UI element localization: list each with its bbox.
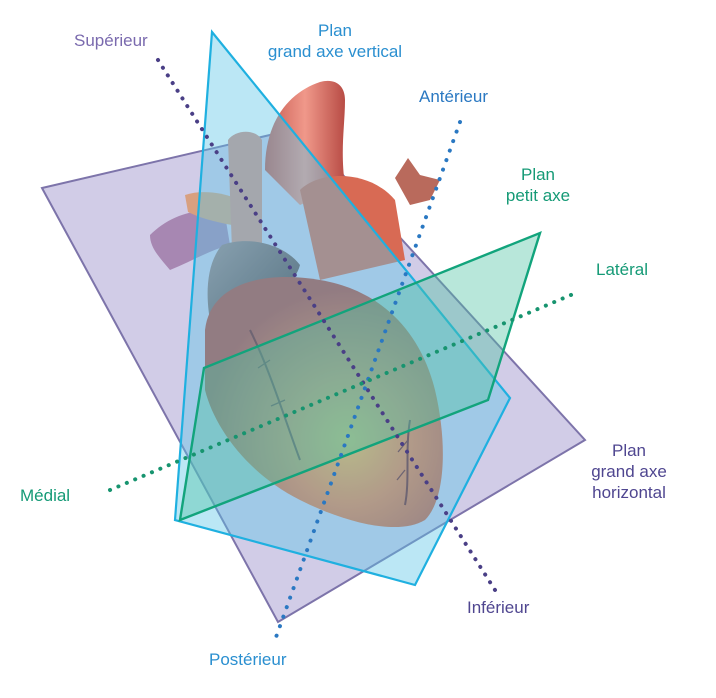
horizontal-plane-label-line1: Plan	[611, 441, 647, 460]
coronary-artery	[249, 329, 411, 506]
axes	[108, 58, 580, 642]
medial-lateral-axis	[108, 290, 580, 492]
horizontal-plane-label-line2: grand axe	[591, 462, 667, 481]
pulmonary-veins-right	[395, 158, 440, 205]
posterior-label: Postérieur	[209, 650, 287, 669]
vertical-plane-label-line2: grand axe vertical	[267, 42, 403, 61]
coronary-branches	[257, 359, 409, 481]
vertical-long-axis-plane	[173, 29, 512, 587]
inferior-label: Inférieur	[467, 598, 530, 617]
aorta	[265, 80, 345, 205]
anterior-label: Antérieur	[419, 87, 488, 106]
pulmonary-veins-left-lower	[185, 192, 235, 225]
pulmonary-trunk	[300, 176, 405, 280]
superior-label: Supérieur	[74, 31, 148, 50]
lateral-label: Latéral	[596, 260, 648, 279]
short-axis-plane-label: Plan petit axe	[488, 164, 588, 206]
pulmonary-veins-left	[150, 211, 230, 270]
horizontal-plane-label-line3: horizontal	[592, 483, 666, 502]
superior-vena-cava	[228, 131, 262, 250]
short-axis-label-line1: Plan	[520, 165, 556, 184]
vertical-plane-label-line1: Plan	[317, 21, 353, 40]
medial-label: Médial	[20, 486, 71, 505]
short-axis-plane	[178, 230, 542, 522]
horizontal-long-axis-plane-label: Plan grand axe horizontal	[574, 440, 684, 503]
short-axis-label-line2: petit axe	[505, 186, 571, 205]
vertical-long-axis-plane-label: Plan grand axe vertical	[245, 20, 425, 62]
anterior-posterior-axis	[273, 120, 462, 642]
